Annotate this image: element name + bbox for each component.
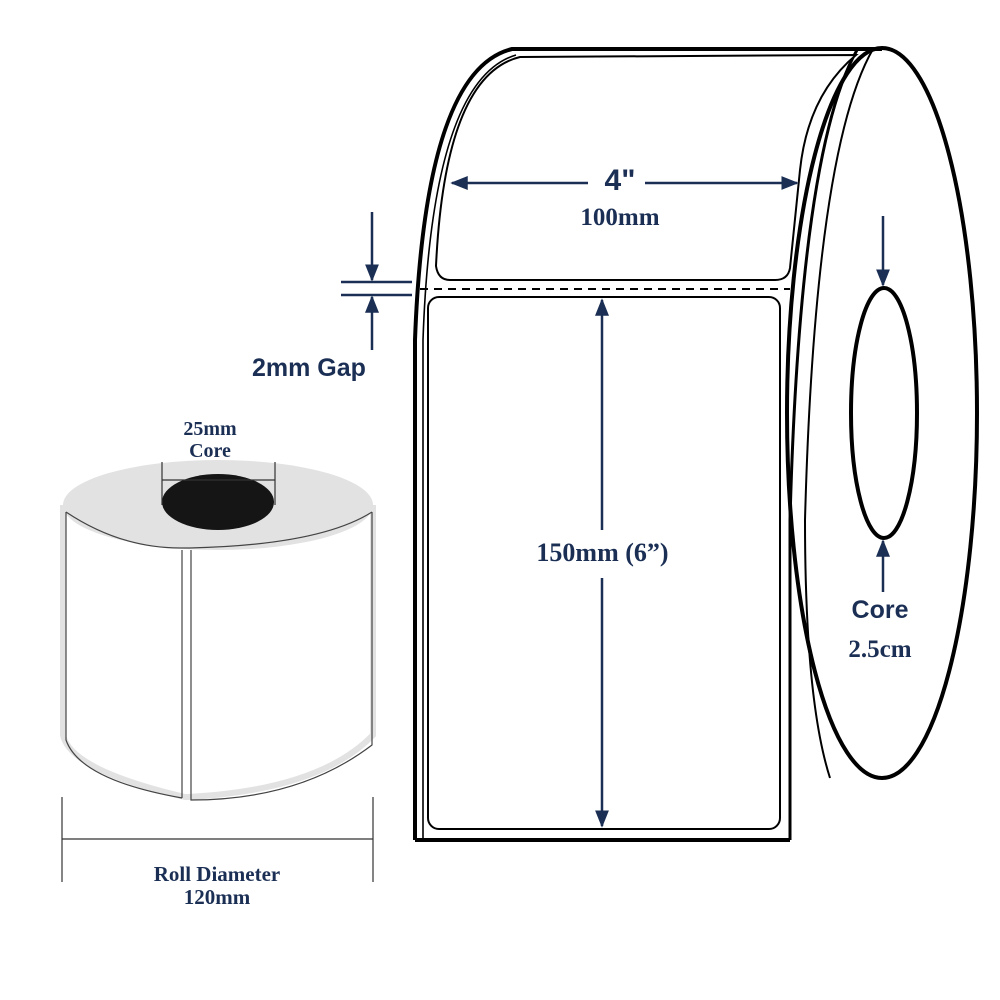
roll-diameter-value: 120mm [183, 885, 251, 909]
roll-front-outline [413, 47, 882, 840]
width-inch-label: 4" [604, 164, 636, 197]
annotations [341, 176, 890, 828]
core-label: Core [851, 596, 909, 624]
small-roll-core-hole [162, 474, 274, 530]
small-roll [60, 460, 376, 882]
core-size-label: 2.5cm [848, 636, 912, 663]
large-roll [413, 46, 979, 842]
small-core-label-1: 25mm [183, 418, 237, 440]
core-hole [849, 286, 919, 540]
height-label: 150mm (6”) [505, 540, 700, 566]
gap-label: 2mm Gap [252, 354, 366, 382]
small-roll-body [60, 505, 376, 800]
width-mm-label: 100mm [580, 204, 660, 231]
top-label [434, 53, 859, 281]
small-core-label-2: Core [189, 440, 231, 462]
roll-diameter-label: Roll Diameter [153, 862, 281, 886]
